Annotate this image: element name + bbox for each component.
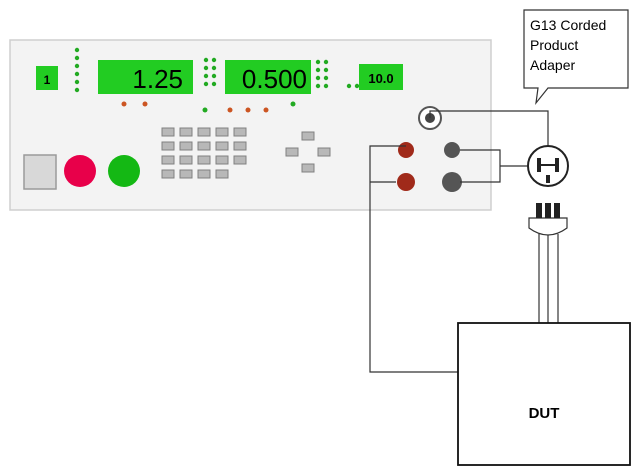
adapter-callout: G13 Corded Product Adaper bbox=[523, 9, 629, 106]
led-row-3 bbox=[346, 83, 360, 89]
terminal-red-upper[interactable] bbox=[398, 142, 414, 158]
led-column-1 bbox=[74, 47, 80, 93]
power-supply-instrument: 1 1.25 0.500 bbox=[9, 39, 492, 211]
green-button[interactable] bbox=[108, 155, 140, 187]
callout-line-3: Adaper bbox=[530, 57, 575, 73]
red-button[interactable] bbox=[64, 155, 96, 187]
dut-label: DUT bbox=[529, 405, 560, 422]
channel-display bbox=[36, 66, 58, 90]
arrow-down-key bbox=[301, 163, 315, 173]
callout-line-1: G13 Corded bbox=[530, 17, 606, 33]
current-display-text: 0.500 bbox=[242, 64, 307, 94]
terminal-gray-upper[interactable] bbox=[444, 142, 460, 158]
indicator-leds bbox=[121, 101, 296, 113]
range-display bbox=[359, 64, 403, 90]
voltage-display bbox=[98, 60, 193, 94]
g13-adapter bbox=[527, 145, 569, 187]
keypad[interactable] bbox=[161, 127, 247, 179]
g13-plug bbox=[528, 203, 568, 236]
led-grid-1 bbox=[203, 57, 217, 87]
wiring bbox=[369, 110, 559, 373]
terminal-gray-lower[interactable] bbox=[442, 172, 462, 192]
dut-box: DUT bbox=[457, 322, 631, 466]
current-display bbox=[225, 60, 311, 94]
range-display-text: 10.0 bbox=[368, 71, 393, 86]
arrow-left-key bbox=[285, 147, 299, 157]
arrow-right-key bbox=[317, 147, 331, 157]
arrow-keys[interactable] bbox=[285, 131, 331, 173]
arrow-up-key bbox=[301, 131, 315, 141]
terminal-red-lower[interactable] bbox=[397, 173, 415, 191]
led-grid-2 bbox=[315, 59, 329, 89]
voltage-display-text: 1.25 bbox=[132, 64, 183, 94]
channel-display-text: 1 bbox=[44, 73, 51, 87]
power-switch[interactable] bbox=[23, 154, 57, 190]
callout-line-2: Product bbox=[530, 37, 578, 53]
